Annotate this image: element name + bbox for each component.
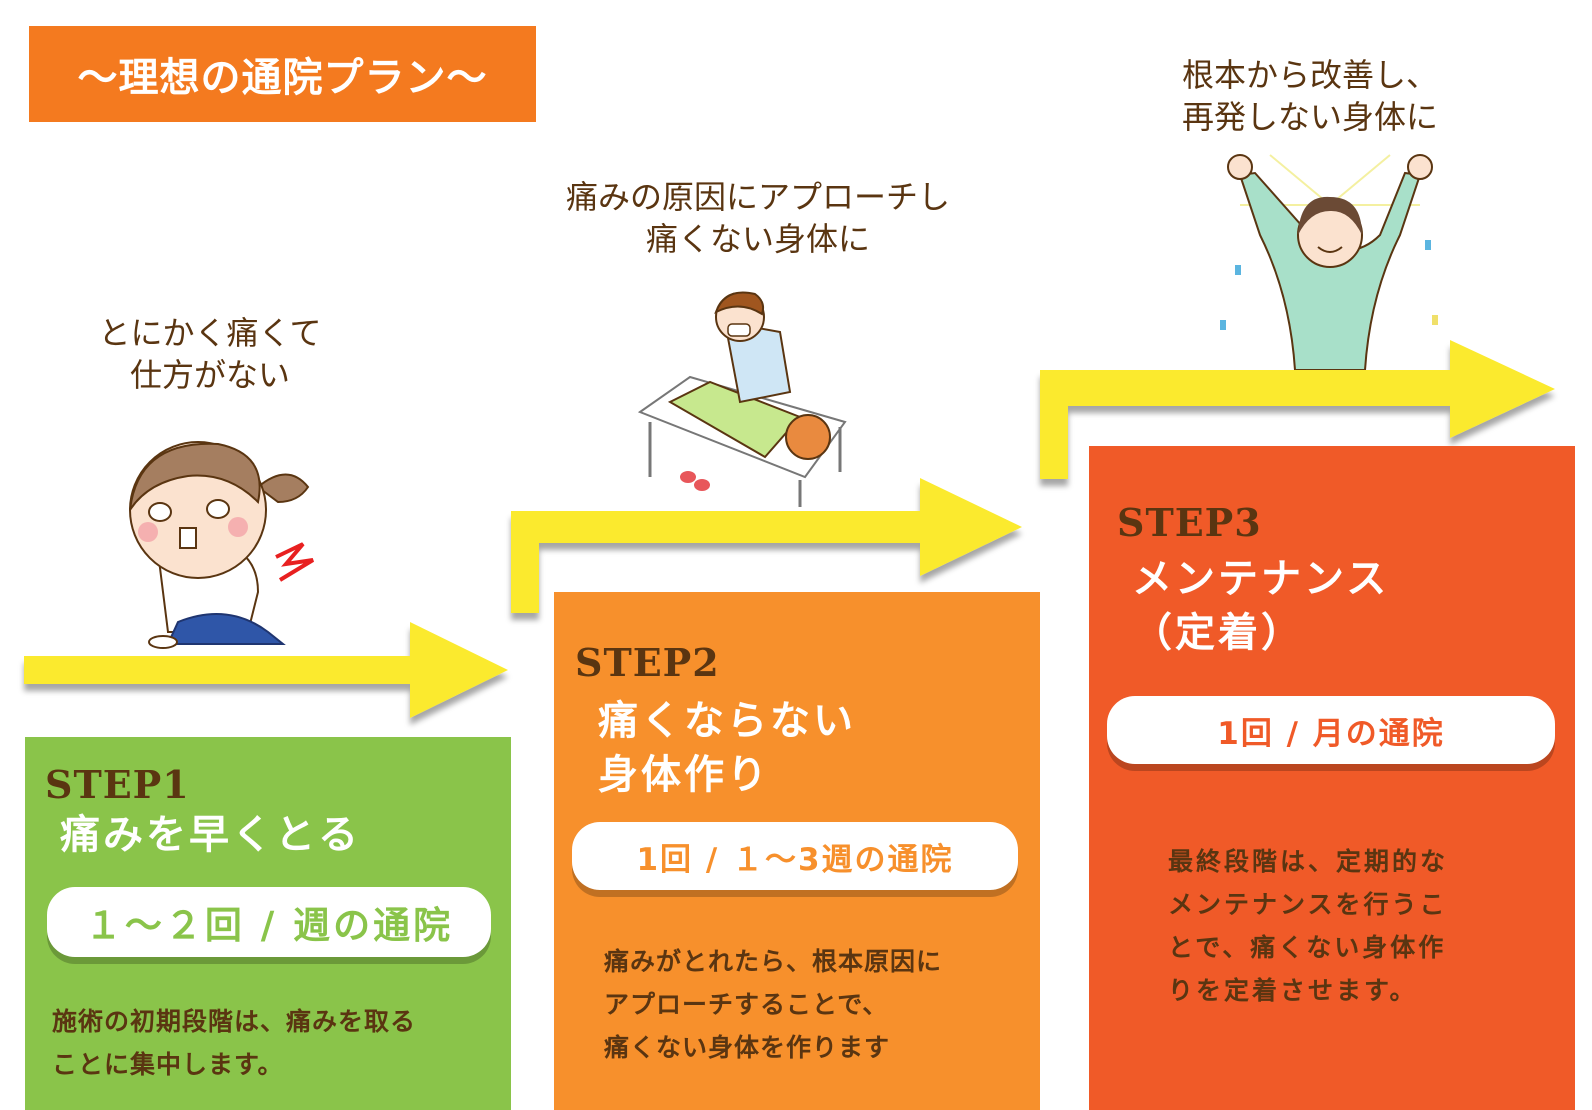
person-in-pain-illustration (129, 441, 315, 649)
step3-card (1089, 446, 1575, 1110)
step1-frequency-pill: １〜２回 / 週の通院 (47, 887, 491, 957)
step2-description: 痛みがとれたら、根本原因に アプローチすることで、 痛くない身体を作ります (604, 947, 943, 1062)
page-title: 〜理想の通院プラン〜 (29, 26, 536, 122)
step3-frequency-pill: 1回 / 月の通院 (1107, 696, 1555, 764)
step1-title: 痛みを早くとる (60, 812, 361, 858)
arrow-step3 (1040, 340, 1555, 479)
step3-label: STEP3 (1117, 500, 1262, 545)
treatment-illustration (637, 291, 847, 507)
step2-label: STEP2 (575, 640, 720, 685)
step1-label: STEP1 (45, 762, 190, 807)
step2-caption: 痛みの原因にアプローチし 痛くない身体に (565, 178, 950, 258)
step2-frequency-pill: 1回 / １〜3週の通院 (572, 822, 1018, 890)
step3-description: 最終段階は、定期的な メンテナンスを行うこ とで、痛くない身体作 りを定着させま… (1168, 847, 1449, 1005)
happy-woman-illustration (1220, 154, 1438, 370)
arrow-step1 (24, 622, 508, 718)
step2-title: 痛くならない 身体作り (598, 698, 856, 798)
step3-caption: 根本から改善し、 再発しない身体に (1181, 56, 1438, 136)
arrow-step2 (511, 478, 1022, 613)
step1-description: 施術の初期段階は、痛みを取る ことに集中します。 (52, 1007, 417, 1079)
step1-caption: とにかく痛くて 仕方がない (98, 314, 322, 394)
step3-title: メンテナンス （定着） (1132, 556, 1390, 656)
